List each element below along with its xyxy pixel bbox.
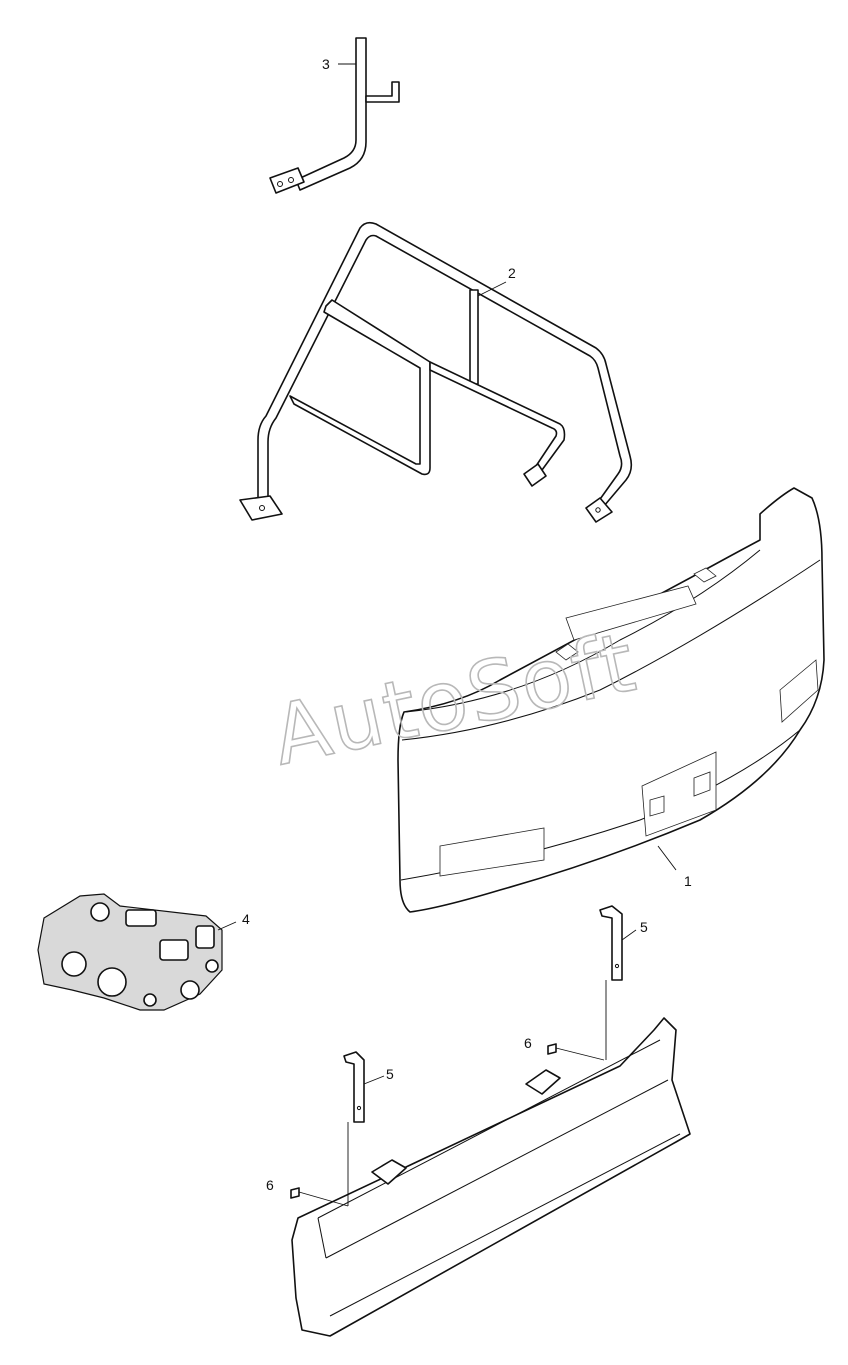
callout-1: 1	[684, 873, 692, 889]
part-6-bolt-upper	[547, 1043, 557, 1055]
callout-4: 4	[242, 911, 250, 927]
callout-5-lower: 5	[386, 1066, 394, 1082]
part-4-hydraulic-pump	[37, 893, 223, 1011]
callout-5-upper: 5	[640, 919, 648, 935]
callout-6-lower: 6	[266, 1177, 274, 1193]
part-5-bracket-upper	[599, 905, 623, 981]
callout-3: 3	[322, 56, 330, 72]
part-2-guard-frame	[239, 221, 633, 523]
dozer-blade	[291, 1017, 691, 1337]
leader-lines	[217, 63, 677, 1207]
part-5-bracket-lower	[343, 1051, 365, 1123]
part-1-counterweight	[397, 487, 825, 913]
callout-6-upper: 6	[524, 1035, 532, 1051]
part-6-bolt-lower	[290, 1187, 300, 1199]
callout-2: 2	[508, 265, 516, 281]
part-3-handle-rod	[269, 37, 400, 194]
